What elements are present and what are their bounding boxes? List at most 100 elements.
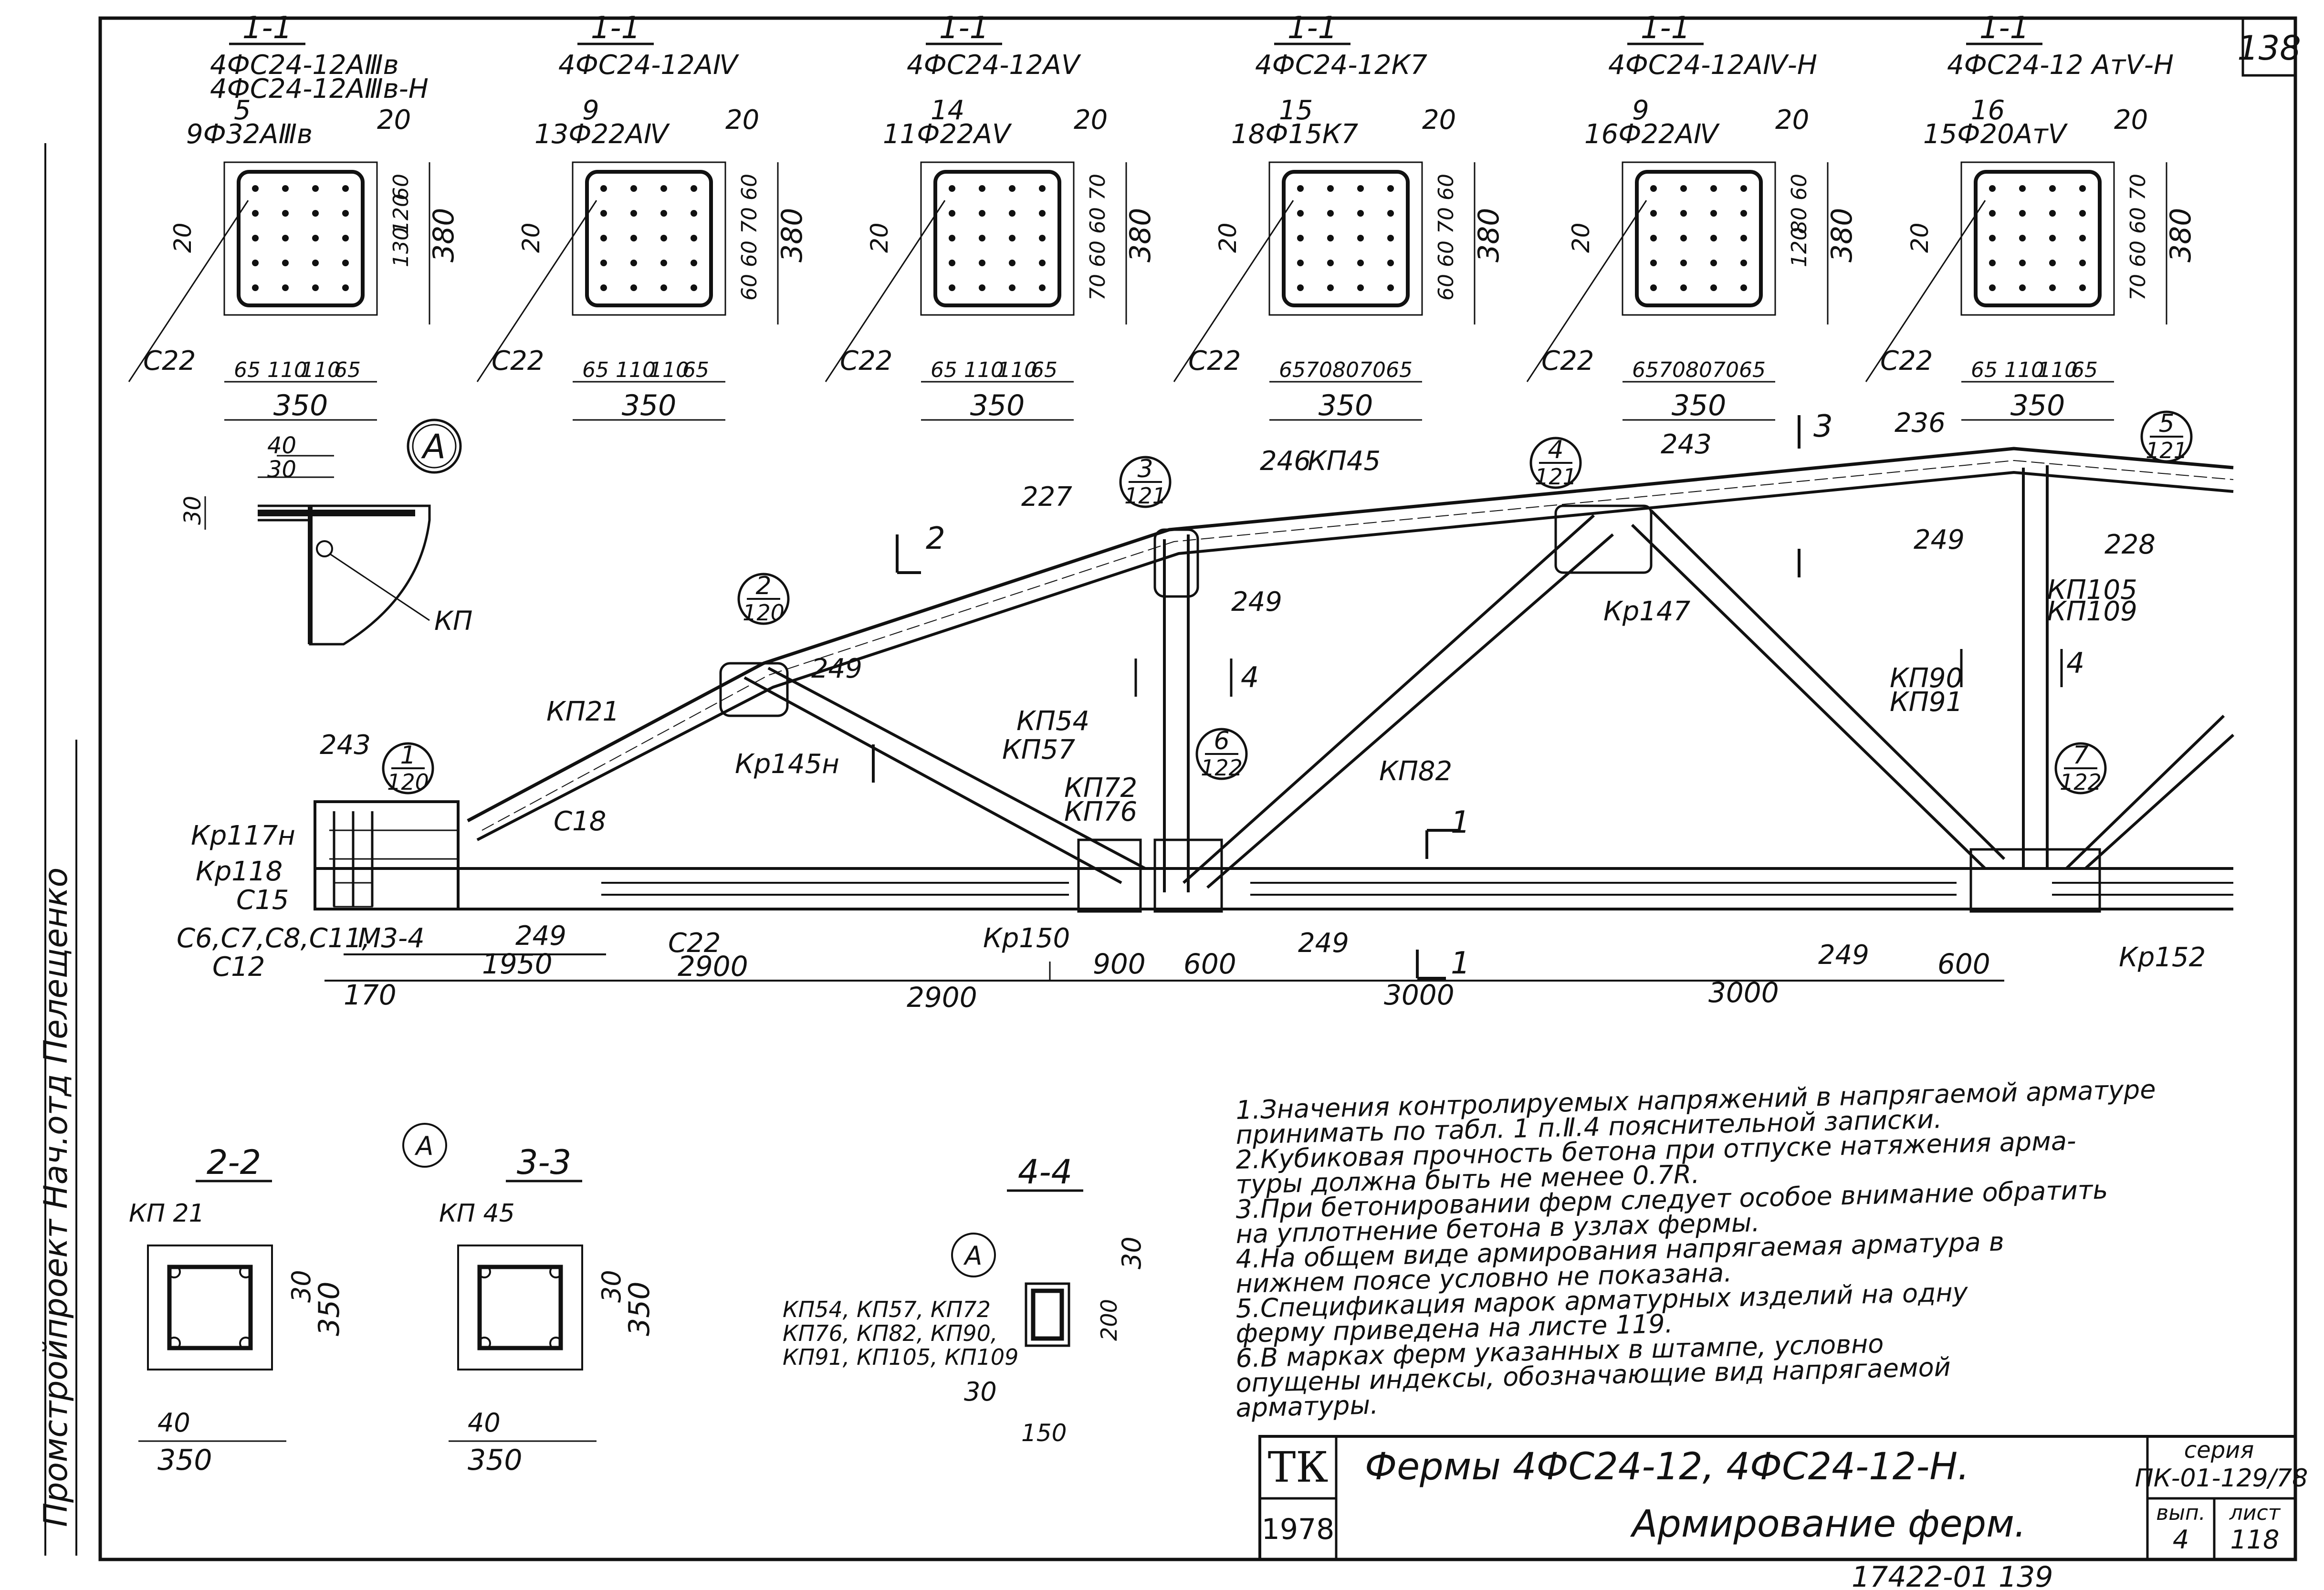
- dim-30: 30: [286, 1270, 316, 1303]
- cover-dim: 20: [1214, 222, 1242, 253]
- right-dim: 20: [377, 105, 411, 136]
- rebar-dot: [691, 210, 697, 217]
- rebar-dot: [1039, 260, 1046, 266]
- truss-label-l243b: 243: [1661, 429, 1712, 460]
- sheet-label: лист: [2229, 1501, 2281, 1525]
- rebar-dot: [600, 260, 607, 266]
- rebar-dot: [1009, 284, 1015, 291]
- rebar-dot: [1680, 260, 1687, 266]
- section-outline: [1268, 161, 1423, 316]
- rebar-dot: [282, 210, 289, 217]
- truss-label-kp45: КП45: [1308, 446, 1381, 477]
- rebar-dot: [600, 210, 607, 217]
- total-width: 350: [622, 389, 677, 422]
- side-dim: 120: [1787, 227, 1811, 267]
- spacer-label: С22: [143, 345, 196, 377]
- right-dim: 20: [1074, 105, 1108, 136]
- bars-label: 16Ф22АⅣ: [1584, 119, 1720, 150]
- issue-value: 4: [2173, 1525, 2189, 1555]
- rebar-dot: [1710, 185, 1717, 192]
- detail-a-dim-40: 40: [267, 432, 296, 459]
- rebar-dot: [1039, 185, 1046, 192]
- rebar-dot: [630, 235, 637, 241]
- rebar-dot: [1710, 210, 1717, 217]
- title-block: ТК 1978 Фермы 4ФС24-12, 4ФС24-12-Н. Арми…: [1258, 1435, 2308, 1561]
- cover-dim: 20: [517, 222, 545, 253]
- rebar-dot: [1650, 235, 1657, 241]
- series-value: ПК-01-129/78: [2135, 1464, 2308, 1493]
- rebar-dot: [1710, 235, 1717, 241]
- dim-350-v: 350: [313, 1281, 346, 1336]
- dim-30: 30: [597, 1270, 627, 1303]
- rebar-dot: [1989, 235, 1996, 241]
- rebar-dot: [282, 185, 289, 192]
- width-dim: 110: [964, 358, 1004, 382]
- rebar-dot: [660, 235, 667, 241]
- detail-a: А 40 30 30 КП: [179, 418, 472, 646]
- side-dim: 70: [737, 207, 762, 234]
- rebar-dot: [1009, 185, 1015, 192]
- right-dim: 20: [1422, 105, 1456, 136]
- dim-30a: 30: [1117, 1236, 1147, 1269]
- side-dim: 60: [2126, 241, 2150, 267]
- rebar-dot: [979, 210, 985, 217]
- truss-label-m34: М3-4: [358, 923, 425, 954]
- rebar-dot: [252, 235, 259, 241]
- truss-label-kp54: КП54: [1016, 706, 1089, 737]
- truss-label-kp76: КП76: [1064, 796, 1137, 827]
- section-title: 2-2: [207, 1143, 261, 1182]
- rebar-dot: [478, 1337, 491, 1350]
- width-dim: 70: [1306, 358, 1332, 382]
- node-sheet: 121: [1124, 483, 1166, 509]
- stirrup: [1635, 170, 1763, 307]
- bars-label: 18Ф15К7: [1231, 119, 1358, 150]
- spacer-label: С22: [840, 345, 892, 377]
- rebar-dot: [1387, 284, 1394, 291]
- node-sheet: 120: [743, 600, 785, 626]
- detail-marker: А: [415, 1131, 434, 1161]
- rebar-dot: [2079, 284, 2086, 291]
- section-mark: 4ФС24-12 АтⅤ-Н: [1947, 50, 2174, 81]
- rebar-dot: [1327, 260, 1334, 266]
- truss-label-kp118: Кр118: [196, 856, 283, 887]
- rebar-dot: [1039, 235, 1046, 241]
- stirrup: [1974, 170, 2102, 307]
- bars-label: 11Ф22АⅤ: [883, 119, 1012, 150]
- rebar-dot: [1387, 210, 1394, 217]
- title-line-1: Фермы 4ФС24-12, 4ФС24-12-Н.: [1365, 1445, 1969, 1488]
- rebar-dot: [342, 260, 349, 266]
- dim-d1950: 1950: [482, 948, 553, 980]
- section-outline: [920, 161, 1075, 316]
- rebar-dot: [1740, 235, 1747, 241]
- dim-d3000a: 3000: [1384, 979, 1455, 1011]
- height-dim: 380: [1124, 208, 1157, 262]
- rebar-dot: [1650, 284, 1657, 291]
- bars-label: 15Ф20АтⅤ: [1923, 119, 2068, 150]
- width-dim: 65: [931, 358, 957, 382]
- rebar-dot: [1387, 260, 1394, 266]
- section-mark: 4ФС24-12АⅣ: [558, 50, 739, 81]
- truss-label-l236: 236: [1895, 408, 1946, 439]
- rebar-dot: [1740, 260, 1747, 266]
- section-title: 1-1: [242, 10, 293, 46]
- dim-350-h: 350: [468, 1444, 523, 1477]
- section-title: 1-1: [591, 10, 641, 46]
- width-dim: 110: [267, 358, 307, 382]
- rebar-dot: [1650, 210, 1657, 217]
- rebar-dot: [252, 185, 259, 192]
- rebar-dot: [1357, 260, 1364, 266]
- spacer-leader: [1526, 200, 1647, 382]
- rebar-dot: [1989, 260, 1996, 266]
- sheet-value: 118: [2230, 1525, 2279, 1555]
- side-dim: 70: [1086, 174, 1110, 200]
- rebar-dot: [691, 235, 697, 241]
- rebar-dot: [1680, 185, 1687, 192]
- rebar-dot: [2079, 210, 2086, 217]
- stirrup: [477, 1265, 563, 1350]
- node-number: 7: [2073, 741, 2088, 770]
- truss-label-kp57: КП57: [1002, 734, 1075, 765]
- truss-label-l249e: 249: [1298, 928, 1349, 959]
